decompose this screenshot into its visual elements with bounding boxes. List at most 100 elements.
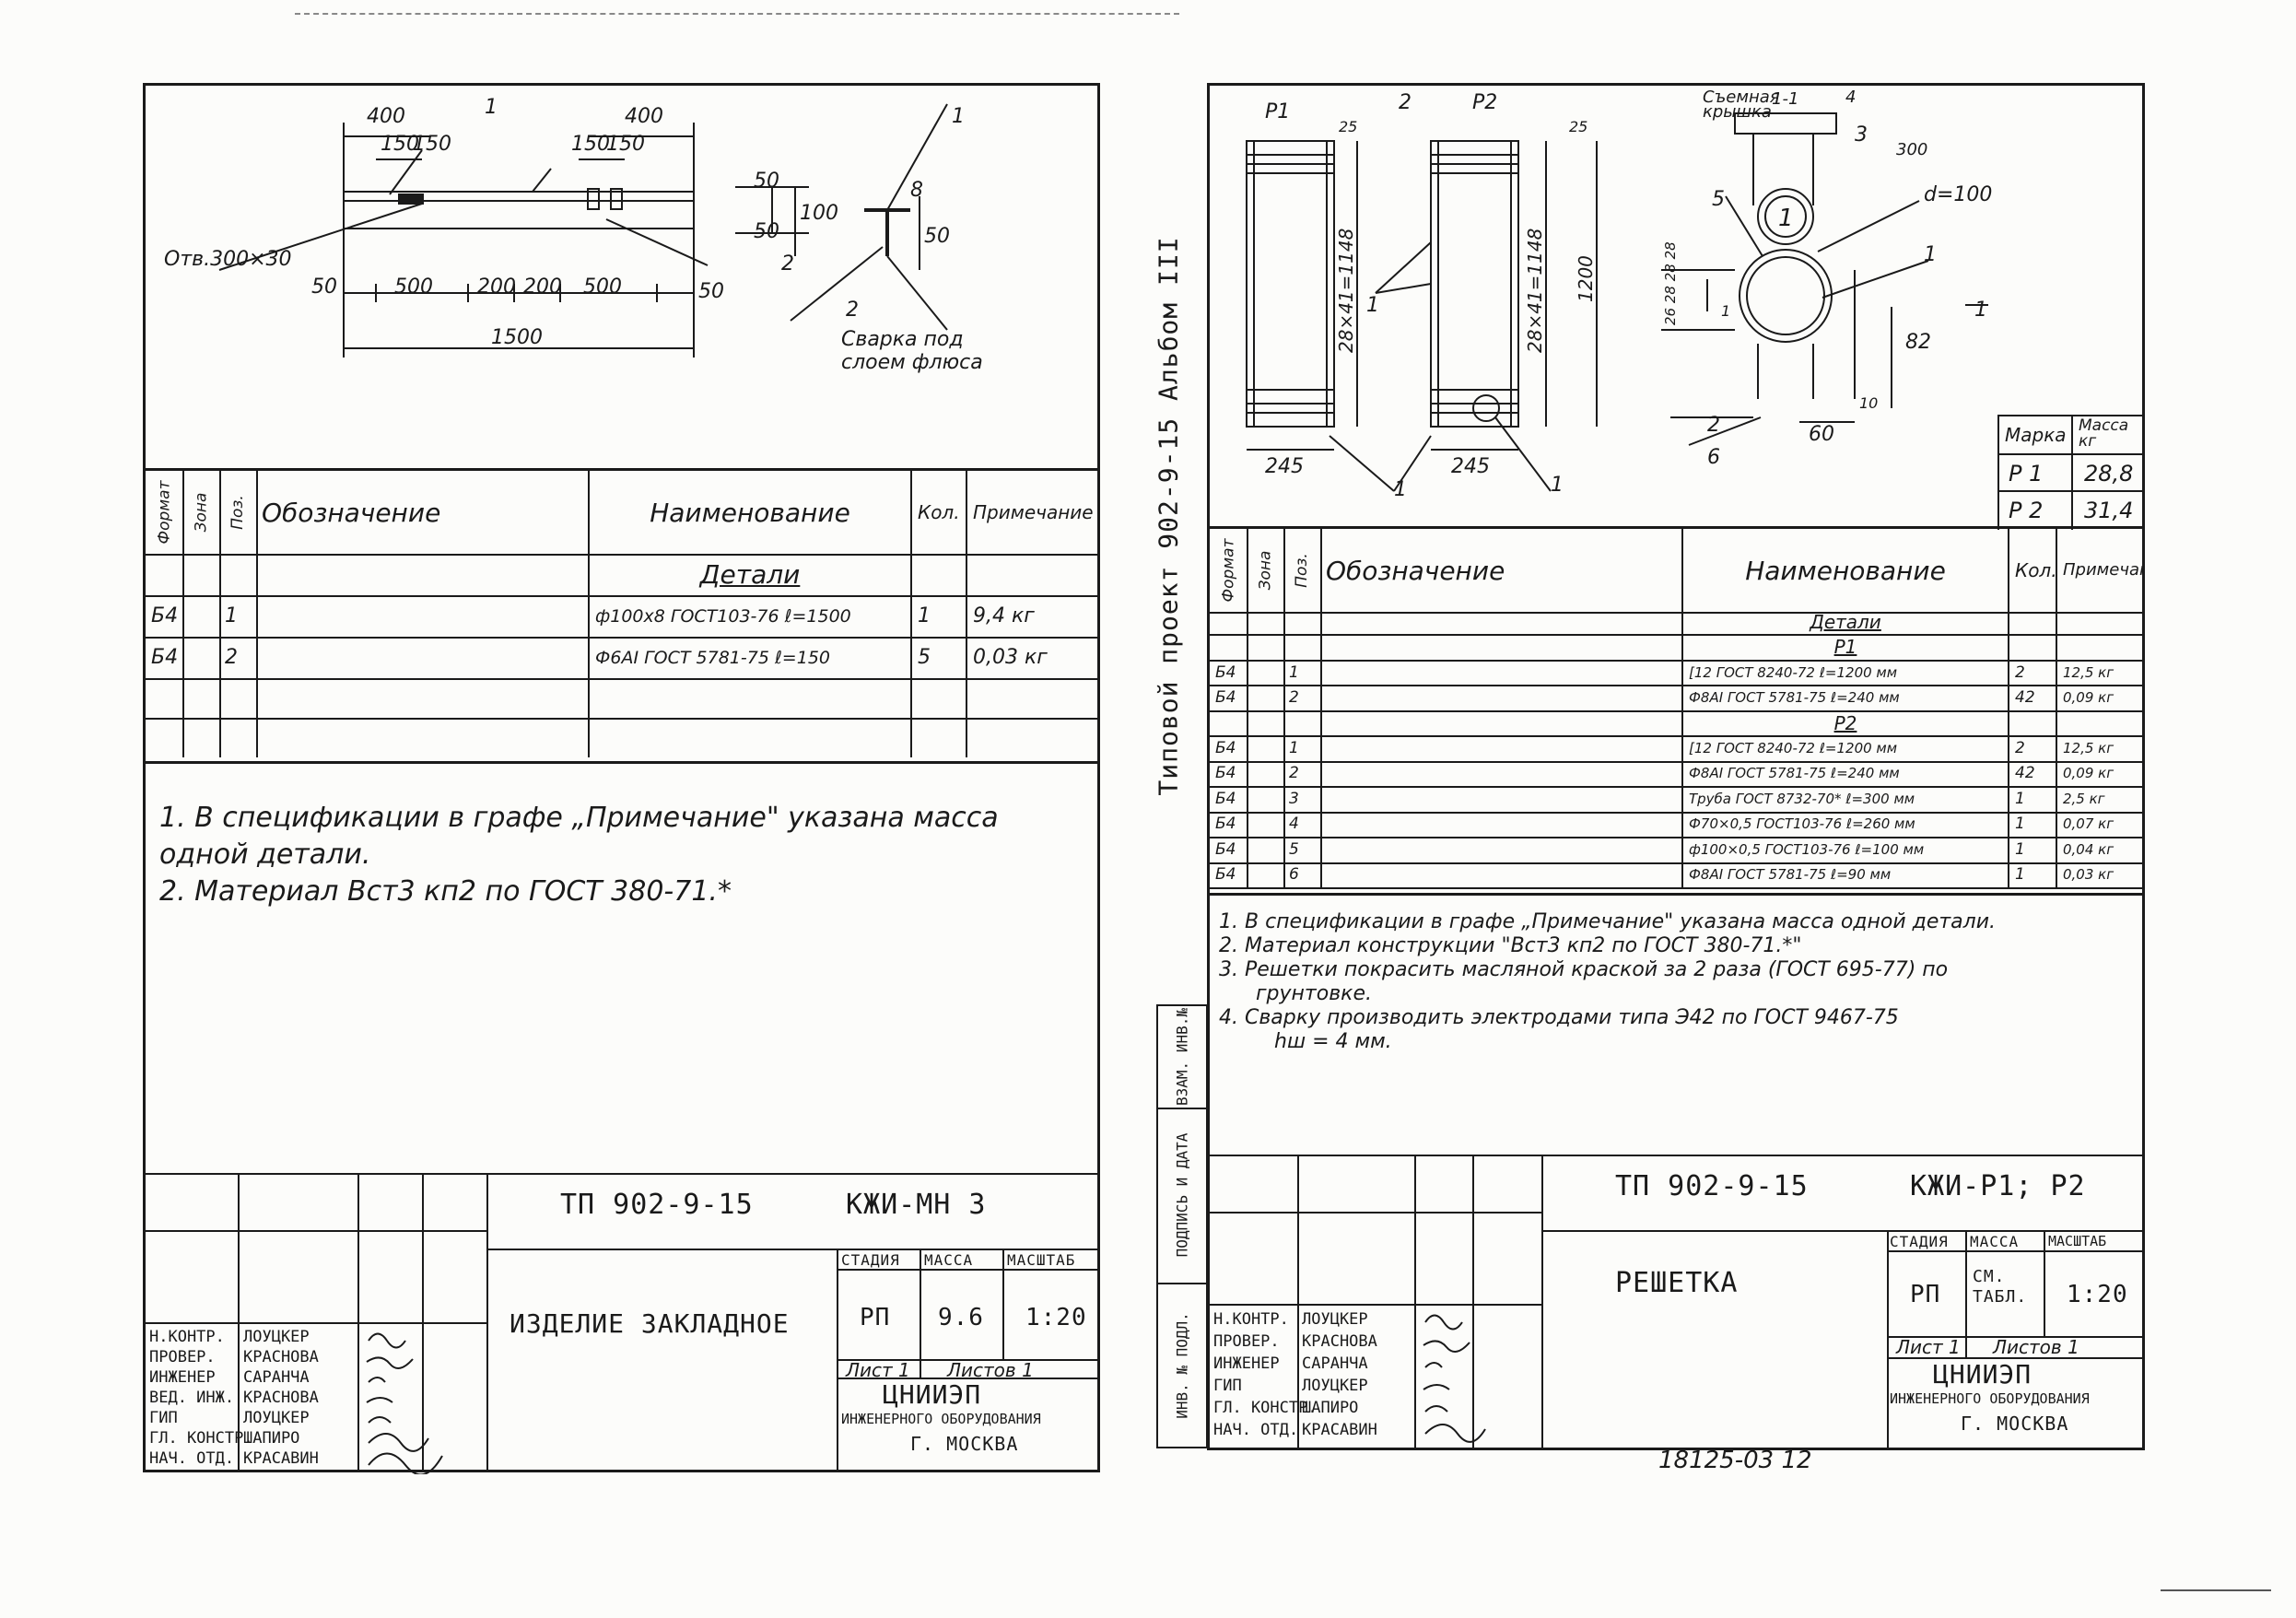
tb-sheets: Листов 1 xyxy=(1993,1336,2079,1358)
dim-1-left: 1 xyxy=(1721,302,1730,320)
role: ВЕД. ИНЖ. xyxy=(149,1389,235,1407)
role: ГИП xyxy=(149,1409,178,1427)
row-format: Б4 xyxy=(146,637,184,678)
tb-org2: ИНЖЕНЕРНОГО ОБОРУДОВАНИЯ xyxy=(841,1411,1041,1427)
hole-label: Отв.300×30 xyxy=(164,248,292,271)
col-designation: Обозначение xyxy=(1320,529,1683,612)
role: НАЧ. ОТД. xyxy=(1213,1421,1299,1439)
footer-number: 18125-03 12 xyxy=(1658,1447,1812,1474)
label-3: 3 xyxy=(1855,123,1868,147)
row-note: 0,03 кг xyxy=(973,646,1048,669)
role: ГЛ. КОНСТР. xyxy=(1213,1399,1318,1417)
label-1-right: 1 xyxy=(1924,243,1937,266)
left-notes: 1. В спецификации в графе „Примечание" у… xyxy=(159,800,1081,910)
mass-value: 31,4 xyxy=(2084,498,2134,523)
label-1-bottom-b: 1 xyxy=(1551,474,1564,497)
tb-stage-h: СТАДИЯ xyxy=(841,1251,900,1269)
label-2: 2 xyxy=(1399,91,1412,114)
table-subheader-row: Детали xyxy=(1210,609,2142,637)
tb-roles: Н.КОНТР. ПРОВЕР. ИНЖЕНЕР ГИП ГЛ. КОНСТР.… xyxy=(1213,1308,1318,1441)
tb-roles: Н.КОНТР. ПРОВЕР. ИНЖЕНЕР ВЕД. ИНЖ. ГИП Г… xyxy=(149,1327,253,1469)
tb-mass: 9.6 xyxy=(938,1304,984,1331)
tb-scale-h: МАСШТАБ xyxy=(1007,1251,1076,1269)
tb-org3: Г. МОСКВА xyxy=(1961,1413,2069,1435)
dim-82: 82 xyxy=(1905,331,1931,354)
row-pos: 6 xyxy=(1283,862,1322,887)
left-sheet: 400 150 150 1 400 150 150 50 100 50 50 5… xyxy=(143,83,1100,1474)
row-note: 2,5 кг xyxy=(2063,790,2105,807)
table-row: Б4 1 ф100х8 ГОСТ103-76 ℓ=1500 1 9,4 кг xyxy=(146,595,1097,639)
mass-table: Марка Масса кг Р 1 28,8 Р 2 31,4 xyxy=(1997,415,2144,530)
dim-200-a: 200 xyxy=(477,276,516,299)
label-circle-1: 1 xyxy=(1778,205,1794,232)
tb-scale: 1:20 xyxy=(1025,1304,1087,1331)
mass-table-h2: Масса кг xyxy=(2079,416,2129,451)
col-pos: Поз. xyxy=(1293,553,1312,588)
row-name: Ф8АI ГОСТ 5781-75 ℓ=240 мм xyxy=(1683,760,2009,787)
spec-header: Формат Зона Поз. Обозначение Наименовани… xyxy=(146,471,1097,556)
tb-names: ЛОУЦКЕР КРАСНОВА САРАНЧА КРАСНОВА ЛОУЦКЕ… xyxy=(243,1327,319,1469)
row-qty: 1 xyxy=(2009,862,2057,887)
row-qty: 2 xyxy=(2009,735,2057,761)
table-row-empty xyxy=(146,678,1097,720)
person-name: ЛОУЦКЕР xyxy=(1302,1310,1368,1329)
row-format: Б4 xyxy=(146,595,184,637)
dim-25-b: 25 xyxy=(1569,118,1587,135)
right-spec-table: Формат Зона Поз. Обозначение Наименовани… xyxy=(1210,526,2144,896)
person-name: САРАНЧА xyxy=(1302,1354,1368,1373)
row-qty: 2 xyxy=(2009,659,2057,686)
person-name: КРАСНОВА xyxy=(243,1348,319,1366)
dim-300: 300 xyxy=(1896,140,1927,159)
row-format: Б4 xyxy=(1210,685,1248,710)
top-rule xyxy=(295,13,1179,17)
row-pos: 5 xyxy=(1283,837,1322,862)
role: Н.КОНТР. xyxy=(1213,1310,1289,1329)
role: ПРОВЕР. xyxy=(1213,1332,1280,1351)
tb-sheets: Листов 1 xyxy=(947,1359,1034,1381)
dim-400-right: 400 xyxy=(625,105,663,128)
tb-names: ЛОУЦКЕР КРАСНОВА САРАНЧА ЛОУЦКЕР ШАПИРО … xyxy=(1302,1308,1377,1441)
dim-500-b: 500 xyxy=(583,276,622,299)
dim-500-a: 500 xyxy=(394,276,433,299)
col-name: Наименование xyxy=(1683,529,2009,612)
col-format: Формат xyxy=(155,480,174,545)
dim-150-c: 150 xyxy=(571,133,610,156)
mass-table-h1: Марка xyxy=(2005,424,2067,446)
tb-title: РЕШЕТКА xyxy=(1615,1267,1739,1299)
dim-10: 10 xyxy=(1859,394,1878,412)
role: НАЧ. ОТД. xyxy=(149,1449,235,1468)
col-note: Примечание xyxy=(2063,560,2144,580)
tb-stage: РП xyxy=(860,1304,891,1331)
tb-mass: СМ. ТАБЛ. xyxy=(1973,1267,2028,1307)
tb-sheet: Лист 1 xyxy=(846,1359,910,1381)
row-note: 0,09 кг xyxy=(2063,689,2114,707)
dim-28x41-b: 28×41=1148 xyxy=(1524,229,1546,353)
note-4b: hш = 4 мм. xyxy=(1274,1030,1392,1053)
row-note: 12,5 кг xyxy=(2063,739,2114,756)
row-qty: 1 xyxy=(2009,837,2057,862)
label-p2: Р2 xyxy=(1472,91,1497,114)
label-removable-1: Съемная xyxy=(1703,88,1780,107)
row-pos: 4 xyxy=(1283,811,1322,838)
row-format: Б4 xyxy=(1210,735,1248,761)
label-6: 6 xyxy=(1707,446,1720,469)
dim-150-b: 150 xyxy=(413,133,451,156)
col-pos: Поз. xyxy=(228,495,248,530)
person-name: ЛОУЦКЕР xyxy=(243,1409,310,1427)
row-qty: 1 xyxy=(2009,786,2057,812)
dim-50-e: 50 xyxy=(924,225,950,248)
tb-org1: ЦНИИЭП xyxy=(883,1379,982,1410)
signatures xyxy=(366,1332,443,1474)
mass-mark: Р 1 xyxy=(2009,461,2044,487)
role: ГЛ. КОНСТР. xyxy=(149,1429,253,1448)
tb-code: ТП 902-9-15 xyxy=(560,1189,754,1221)
row-note: 0,09 кг xyxy=(2063,765,2114,782)
role: Н.КОНТР. xyxy=(149,1328,225,1346)
